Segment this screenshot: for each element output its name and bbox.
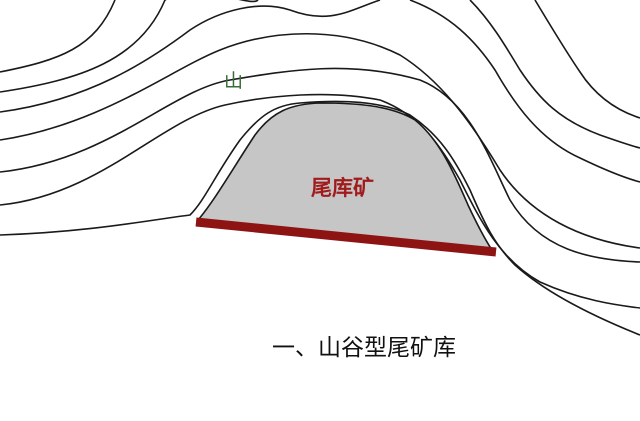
contour-line-4 <box>0 32 640 249</box>
contour-line-6 <box>0 93 640 309</box>
tailings-pond <box>196 102 494 251</box>
contour-line-7 <box>0 100 640 336</box>
diagram-caption: 一、山谷型尾矿库 <box>272 335 456 361</box>
contour-line-1 <box>0 0 116 73</box>
mountain-label: 山 <box>224 70 244 92</box>
tailings-dam <box>195 217 497 257</box>
contour-line-2 <box>0 0 259 93</box>
contour-line-3 <box>0 0 381 113</box>
contour-line-9 <box>469 0 640 149</box>
tailings-label: 尾库矿 <box>311 176 374 200</box>
contour-line-10 <box>534 0 640 119</box>
contour-line-8 <box>409 0 640 183</box>
contour-line-5 <box>0 67 640 263</box>
